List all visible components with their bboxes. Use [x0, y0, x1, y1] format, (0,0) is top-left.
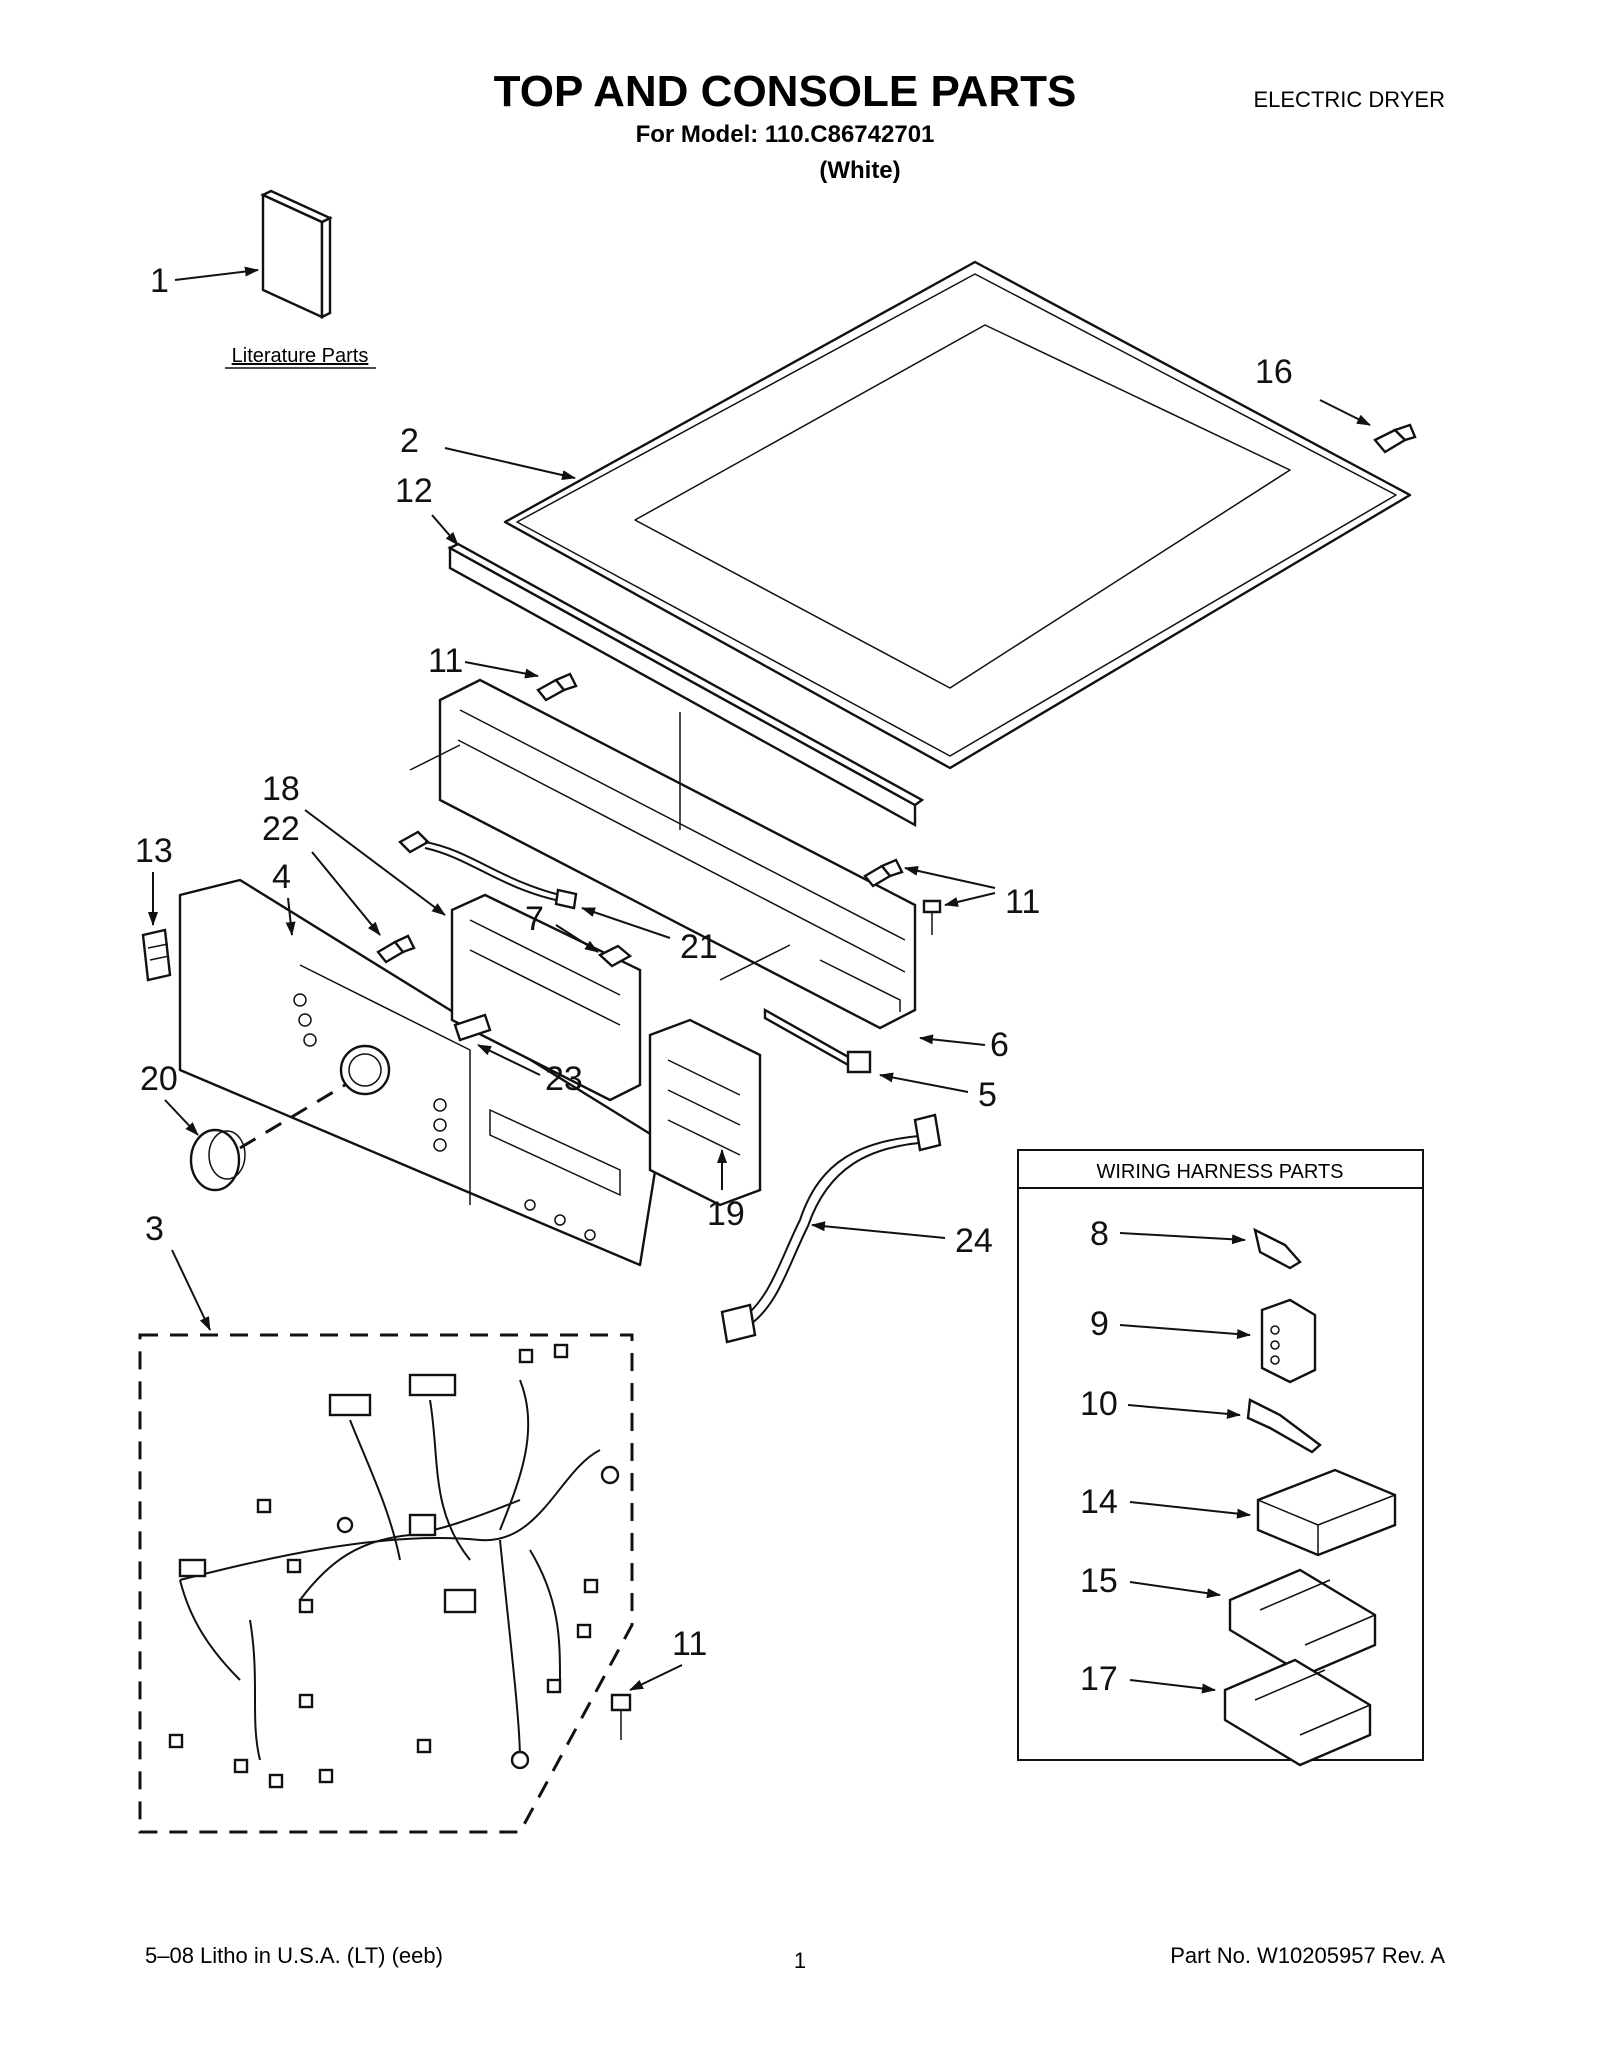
leader-6: [919, 1034, 986, 1046]
callout-22: 22: [262, 810, 300, 848]
wire-21: [398, 830, 578, 910]
wiring-leader-15: [1129, 1581, 1221, 1599]
leader-23: [477, 1044, 541, 1076]
electronic-control-19: [648, 1018, 762, 1207]
shaft-23-icon: [453, 1013, 492, 1042]
footer-right: Part No. W10205957 Rev. A: [1170, 1943, 1445, 1968]
callout-19: 19: [707, 1195, 745, 1233]
callout-2: 2: [400, 422, 419, 460]
wire-harness-24: [720, 1113, 942, 1344]
main-wire-harness: [168, 1343, 620, 1789]
housing-17-icon: [1223, 1658, 1372, 1767]
callout-4: 4: [272, 858, 291, 896]
screw-16-icon: [1373, 423, 1417, 454]
product-type: ELECTRIC DRYER: [1253, 87, 1445, 112]
wiring-box: [1017, 1149, 1424, 1761]
knob-guide: [239, 1083, 346, 1150]
leader-5: [879, 1072, 969, 1093]
callout-24: 24: [955, 1222, 993, 1260]
leader-7: [555, 924, 599, 953]
callout-11-right: 11: [1005, 883, 1040, 921]
wiring-leader-8: [1119, 1232, 1246, 1245]
leader-3: [171, 1249, 211, 1331]
color-subtitle: (White): [819, 157, 900, 184]
terminal-10-icon: [1246, 1398, 1322, 1454]
wiring-callout-8: 8: [1090, 1215, 1109, 1253]
leader-18: [304, 809, 446, 916]
screw-11-lower-icon: [610, 1693, 632, 1740]
leader-11-right-a: [904, 865, 996, 889]
callout-16: 16: [1255, 353, 1293, 391]
leader-21: [581, 907, 671, 939]
screw-11-upper-icon: [536, 672, 578, 702]
callout-11-upper: 11: [428, 642, 463, 680]
control-bracket-18: [450, 893, 642, 1102]
housing-14-icon: [1256, 1468, 1397, 1557]
wiring-callout-15: 15: [1080, 1562, 1118, 1600]
leader-20: [164, 1099, 199, 1136]
knob-20-icon: [189, 1128, 246, 1192]
console-back-panel: [438, 678, 917, 1030]
wiring-callout-17: 17: [1080, 1660, 1118, 1698]
literature-label: Literature Parts: [232, 345, 369, 367]
literature-book-icon: [260, 189, 333, 319]
callout-5: 5: [978, 1076, 997, 1114]
wiring-leader-9: [1119, 1324, 1251, 1339]
page-number: 1: [794, 1948, 806, 1973]
wiring-callout-9: 9: [1090, 1305, 1109, 1343]
panel-guide-line-3: [719, 944, 791, 981]
callout-20: 20: [140, 1060, 178, 1098]
tie-strap-5: [763, 1007, 872, 1074]
leader-2: [444, 447, 576, 480]
panel-guide-line-2: [409, 744, 461, 771]
screw-11-right-icon: [863, 858, 942, 935]
callout-6: 6: [990, 1026, 1009, 1064]
screw-22-icon: [376, 934, 416, 964]
connector-9-icon: [1260, 1298, 1317, 1384]
leader-22: [311, 851, 381, 936]
callout-21: 21: [680, 928, 718, 966]
harness-dashed-box: [138, 1333, 634, 1834]
callout-18: 18: [262, 770, 300, 808]
callout-1: 1: [150, 262, 169, 300]
console-panel: [178, 878, 662, 1267]
leader-1: [174, 266, 259, 281]
wiring-leader-14: [1129, 1501, 1251, 1519]
wiring-leader-17: [1129, 1679, 1216, 1694]
footer-left: 5–08 Litho in U.S.A. (LT) (eeb): [145, 1943, 443, 1968]
callout-11-lower: 11: [672, 1625, 707, 1663]
callout-7: 7: [525, 900, 544, 938]
leader-4: [285, 897, 296, 936]
page-title: TOP AND CONSOLE PARTS: [494, 67, 1077, 116]
terminal-8-icon: [1253, 1227, 1302, 1270]
callout-3: 3: [145, 1210, 164, 1248]
callout-12: 12: [395, 472, 433, 510]
model-subtitle: For Model: 110.C86742701: [636, 121, 935, 148]
leader-24: [811, 1221, 946, 1239]
leader-12: [431, 514, 459, 546]
wiring-callout-10: 10: [1080, 1385, 1118, 1423]
wiring-leader-10: [1127, 1404, 1241, 1419]
leader-11-upper: [464, 661, 539, 679]
leader-11-lower: [629, 1664, 683, 1691]
top-panel: [503, 260, 1412, 770]
callout-23: 23: [545, 1060, 583, 1098]
housing-15-icon: [1228, 1568, 1377, 1677]
clip-13-icon: [141, 928, 172, 982]
wiring-callout-14: 14: [1080, 1483, 1118, 1521]
leader-11-right-b: [944, 892, 996, 907]
wiring-box-title: WIRING HARNESS PARTS: [1096, 1161, 1343, 1183]
leader-16: [1319, 399, 1371, 426]
callout-13: 13: [135, 832, 173, 870]
switch-7-icon: [597, 944, 633, 968]
